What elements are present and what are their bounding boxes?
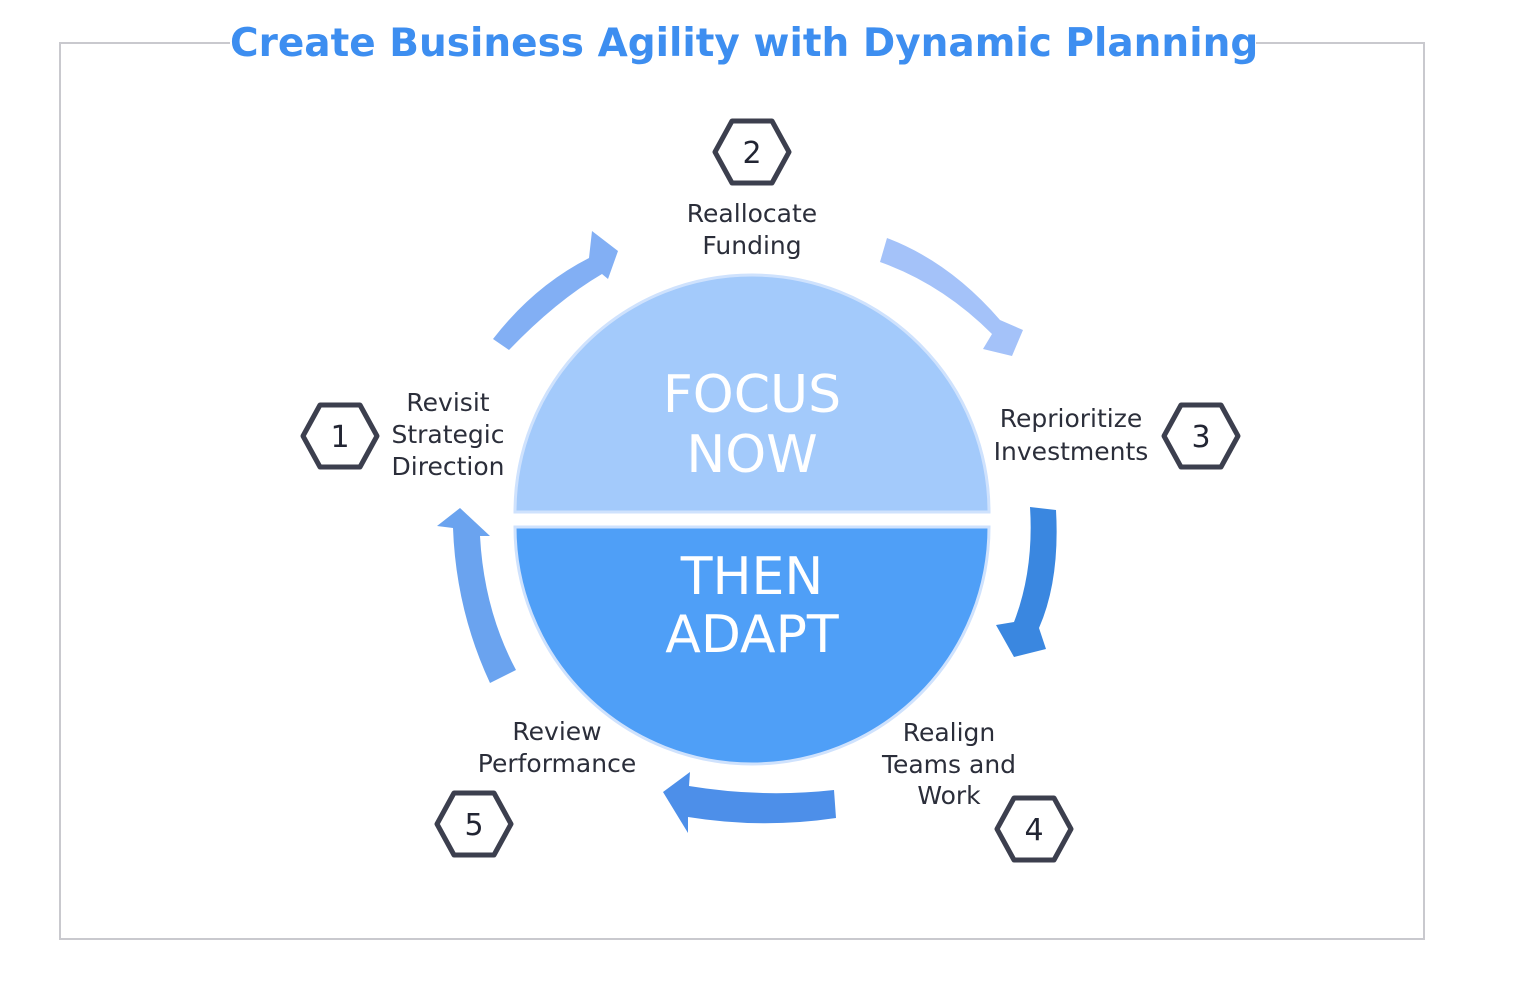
step-2: 2 Reallocate Funding [687, 118, 817, 260]
step-label-3-line-2: Investments [994, 437, 1149, 466]
focus-text: FOCUS [663, 365, 841, 425]
step-number-1: 1 [330, 420, 349, 455]
step-label-4-line-3: Work [917, 781, 981, 810]
step-number-2: 2 [742, 136, 761, 171]
arrow-step4-to-step5 [663, 772, 836, 833]
step-label-1-line-2: Strategic [391, 420, 504, 449]
step-1: 1 Revisit Strategic Direction [300, 388, 505, 481]
step-label-3-line-1: Reprioritize [1000, 404, 1143, 433]
step-label-4-line-1: Realign [903, 718, 996, 747]
step-label-5-line-1: Review [512, 717, 601, 746]
step-label-2-line-2: Funding [702, 231, 801, 260]
arrow-step3-to-step4 [996, 507, 1057, 657]
now-text: NOW [686, 425, 817, 485]
step-3: 3 Reprioritize Investments [994, 402, 1241, 470]
arrow-step5-to-step1 [437, 508, 516, 683]
step-label-4-line-2: Teams and [881, 750, 1016, 779]
arrow-step2-to-step3 [880, 238, 1023, 356]
step-number-4: 4 [1024, 813, 1043, 848]
hexagon-5 [434, 790, 514, 858]
step-label-1-line-1: Revisit [406, 388, 489, 417]
step-label-2-line-1: Reallocate [687, 199, 817, 228]
step-5: 5 Review Performance [434, 717, 636, 858]
adapt-text: ADAPT [665, 605, 839, 665]
step-number-3: 3 [1191, 420, 1210, 455]
focus-now-half [513, 273, 991, 514]
hexagon-4 [994, 795, 1074, 863]
then-adapt-half [513, 525, 991, 766]
step-label-1-line-3: Direction [392, 452, 505, 481]
hexagon-2 [712, 118, 792, 186]
step-4: 4 Realign Teams and Work [881, 718, 1074, 863]
hexagon-1 [300, 402, 380, 470]
arrow-step1-to-step2 [493, 231, 618, 350]
hexagon-3 [1161, 402, 1241, 470]
diagram-title: Create Business Agility with Dynamic Pla… [230, 14, 1258, 74]
step-label-5-line-2: Performance [478, 749, 636, 778]
then-text: THEN [680, 547, 824, 607]
step-number-5: 5 [464, 808, 483, 843]
